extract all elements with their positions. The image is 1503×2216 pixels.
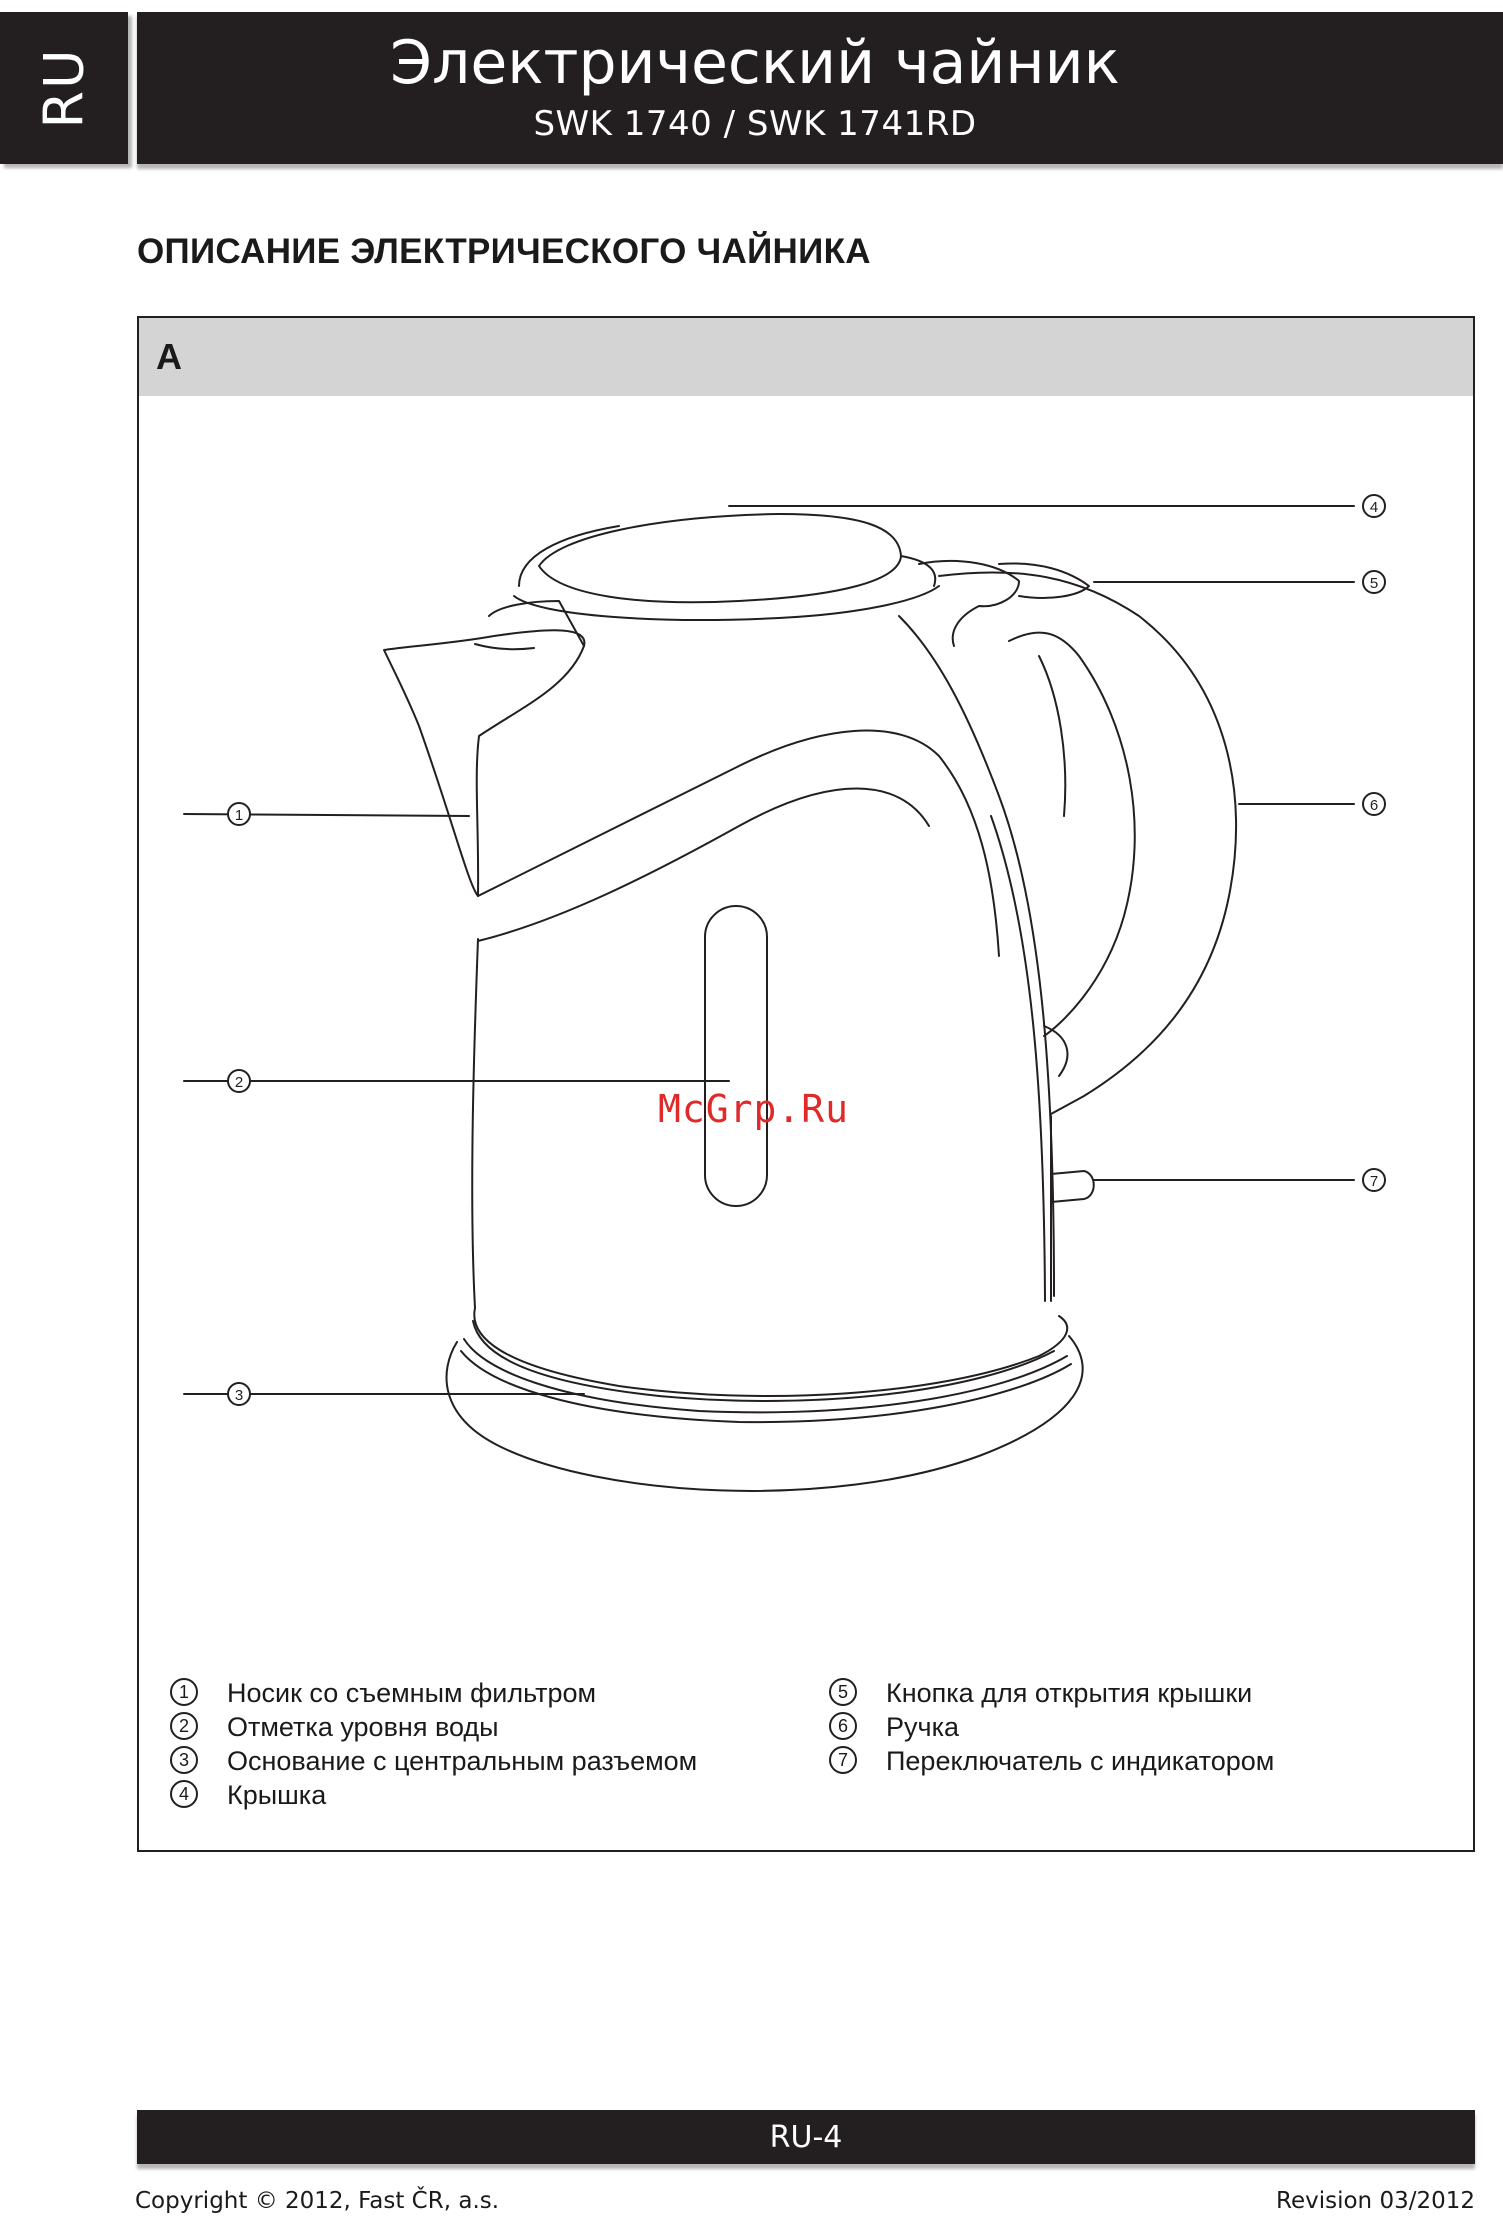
legend-text: Носик со съемным фильтром [227, 1678, 597, 1708]
svg-text:7: 7 [1370, 1173, 1378, 1190]
lid-rim-right [900, 555, 937, 587]
legend-number: 7 [829, 1746, 857, 1774]
lid-release-button [998, 562, 1090, 599]
svg-text:6: 6 [1370, 797, 1378, 814]
spout-top [488, 600, 585, 647]
legend-text: Отметка уровня воды [227, 1712, 499, 1742]
base-ring-4 [460, 1350, 1072, 1424]
legend-text: Переключатель с индикатором [886, 1746, 1275, 1776]
base-ring-3 [463, 1338, 1068, 1414]
legend-number: 1 [170, 1678, 198, 1706]
model-subtitle: SWK 1740 / SWK 1741RD [533, 104, 977, 144]
lid-rim [518, 525, 620, 587]
handle-knob [1043, 1025, 1069, 1077]
handle-top [918, 559, 1020, 647]
water-level-window [704, 905, 768, 1207]
base-ring-top [473, 1307, 1069, 1397]
legend-text: Крышка [227, 1780, 327, 1810]
callout-6: 6 [1362, 792, 1386, 816]
base-ring-2 [472, 1320, 1055, 1402]
legend-number: 3 [170, 1746, 198, 1774]
kettle-base [445, 1335, 1084, 1492]
shoulder-curve [477, 729, 1000, 957]
figure-label: A [156, 336, 182, 377]
header-bar: Электрический чайник SWK 1740 / SWK 1741… [137, 12, 1503, 164]
lid-top [538, 513, 902, 604]
svg-text:5: 5 [1370, 575, 1378, 592]
legend-number: 5 [829, 1678, 857, 1706]
watermark: McGrp.Ru [658, 1087, 850, 1131]
leader-1 [183, 813, 470, 817]
svg-text:2: 2 [235, 1074, 243, 1091]
copyright: Copyright © 2012, Fast ČR, a.s. [135, 2188, 500, 2214]
kettle-body-right [898, 615, 1055, 1297]
callout-2: 2 [227, 1069, 251, 1093]
revision: Revision 03/2012 [1276, 2188, 1475, 2214]
footer-bar: RU-4 [137, 2110, 1475, 2164]
svg-text:3: 3 [235, 1387, 243, 1404]
lid-seat [513, 585, 940, 621]
figure-label-bar: A [139, 318, 1473, 396]
figure-frame: A [137, 316, 1475, 1852]
spout-inner [474, 643, 535, 651]
legend-text: Ручка [886, 1712, 959, 1742]
handle-grip [1038, 655, 1067, 817]
callout-1: 1 [227, 802, 251, 826]
handle-inner [1008, 631, 1136, 1037]
callout-3: 3 [227, 1382, 251, 1406]
svg-text:4: 4 [1370, 499, 1378, 516]
section-heading: ОПИСАНИЕ ЭЛЕКТРИЧЕСКОГО ЧАЙНИКА [137, 232, 871, 271]
kettle-drawing: 1 2 3 4 5 6 7 [183, 494, 1386, 1492]
svg-text:1: 1 [235, 807, 243, 824]
handle-outer [938, 571, 1238, 1115]
legend-number: 2 [170, 1712, 198, 1740]
language-code: RU [32, 47, 96, 129]
kettle-body-right-inner [990, 815, 1046, 1302]
power-switch [1050, 1170, 1095, 1203]
legend-number: 6 [829, 1712, 857, 1740]
callout-5: 5 [1362, 570, 1386, 594]
page-number: RU-4 [769, 2120, 843, 2155]
legend-number: 4 [170, 1780, 198, 1808]
legend-text: Основание с центральным разъемом [227, 1746, 698, 1776]
callout-7: 7 [1362, 1168, 1386, 1192]
language-tab: RU [0, 12, 128, 164]
kettle-body-left [471, 938, 479, 1309]
page-title: Электрический чайник [390, 28, 1120, 98]
callout-4: 4 [1362, 494, 1386, 518]
legend-text: Кнопка для открытия крышки [886, 1678, 1253, 1708]
shoulder-curve-lower [477, 787, 930, 942]
spout [383, 629, 586, 897]
